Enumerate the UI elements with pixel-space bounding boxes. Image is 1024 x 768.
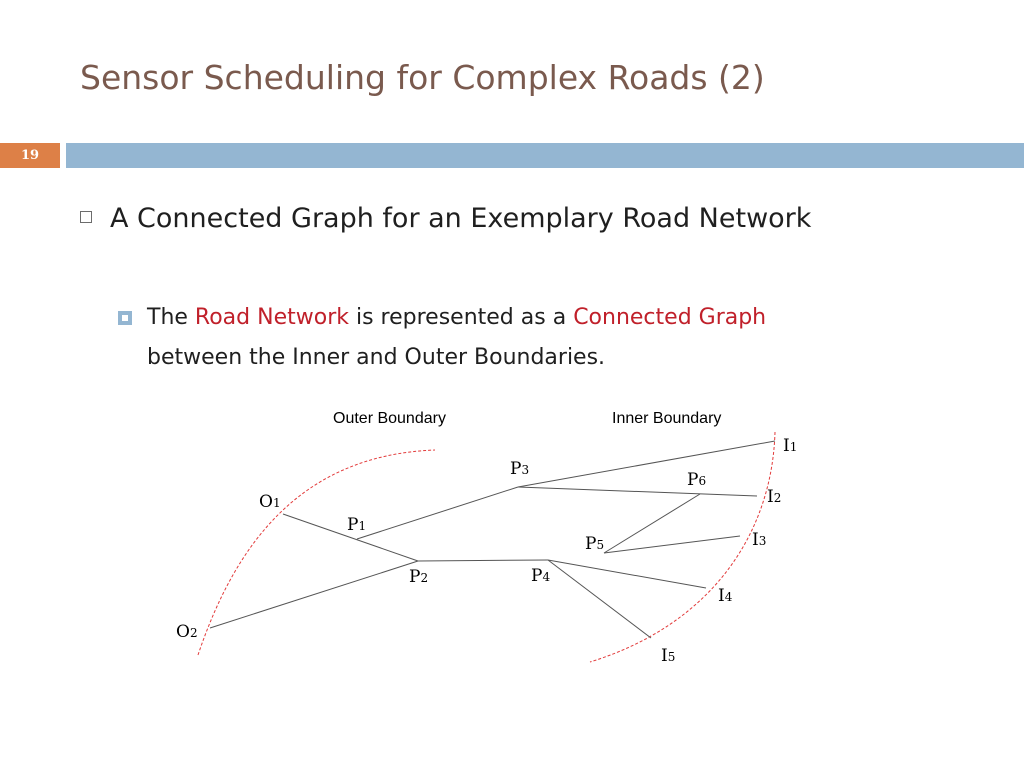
outer-boundary-curve [197, 449, 436, 656]
slide-title: Sensor Scheduling for Complex Roads (2) [80, 58, 765, 97]
text-between: between the Inner and Outer Boundaries. [147, 345, 606, 370]
graph-edges [209, 440, 776, 639]
edge-p3-i2 [517, 486, 758, 497]
edge-p3-i1 [517, 440, 776, 488]
header-bar [66, 143, 1024, 168]
edge-o2-p2 [209, 560, 419, 629]
node-i4-label: I4 [718, 586, 733, 606]
node-p5-label: P5 [585, 534, 604, 554]
bullet-level1-text: A Connected Graph for an Exemplary Road … [110, 203, 812, 234]
edge-p2-p4 [417, 559, 549, 562]
edge-p5-i3 [603, 535, 741, 554]
edge-p1-p3 [356, 486, 519, 540]
node-o1-label: O1 [259, 492, 281, 512]
edge-p4-i5 [547, 559, 652, 639]
node-o2-label: O2 [176, 622, 198, 642]
text-represented: is represented as a [348, 305, 574, 330]
highlight-connected-graph: Connected Graph [573, 305, 767, 330]
hollow-square-bullet-icon [80, 211, 92, 223]
slide-number: 19 [0, 143, 60, 168]
node-p1-label: P1 [347, 515, 366, 535]
filled-square-bullet-icon [118, 311, 132, 325]
node-i3-label: I3 [752, 530, 766, 550]
node-i5-label: I5 [661, 646, 675, 666]
highlight-road-network: Road Network [194, 305, 349, 330]
edge-o1-p2 [282, 513, 419, 562]
edge-p4-i4 [547, 559, 707, 589]
bullet-level2: The Road Network is represented as a Con… [118, 298, 838, 378]
node-p3-label: P3 [510, 459, 529, 479]
text-the: The [147, 305, 195, 330]
node-p4-label: P4 [531, 566, 550, 586]
outer-boundary-label: Outer Boundary [333, 410, 446, 427]
bullet-level2-text: The Road Network is represented as a Con… [118, 298, 838, 378]
node-i1-label: I1 [783, 436, 797, 456]
inner-boundary-label: Inner Boundary [612, 410, 721, 427]
node-i2-label: I2 [767, 487, 781, 507]
inner-boundary-curve [589, 431, 776, 663]
bullet-level1: A Connected Graph for an Exemplary Road … [80, 196, 840, 242]
node-p6-label: P6 [687, 470, 706, 490]
node-p2-label: P2 [409, 567, 428, 587]
edge-p5-p6 [603, 493, 701, 554]
